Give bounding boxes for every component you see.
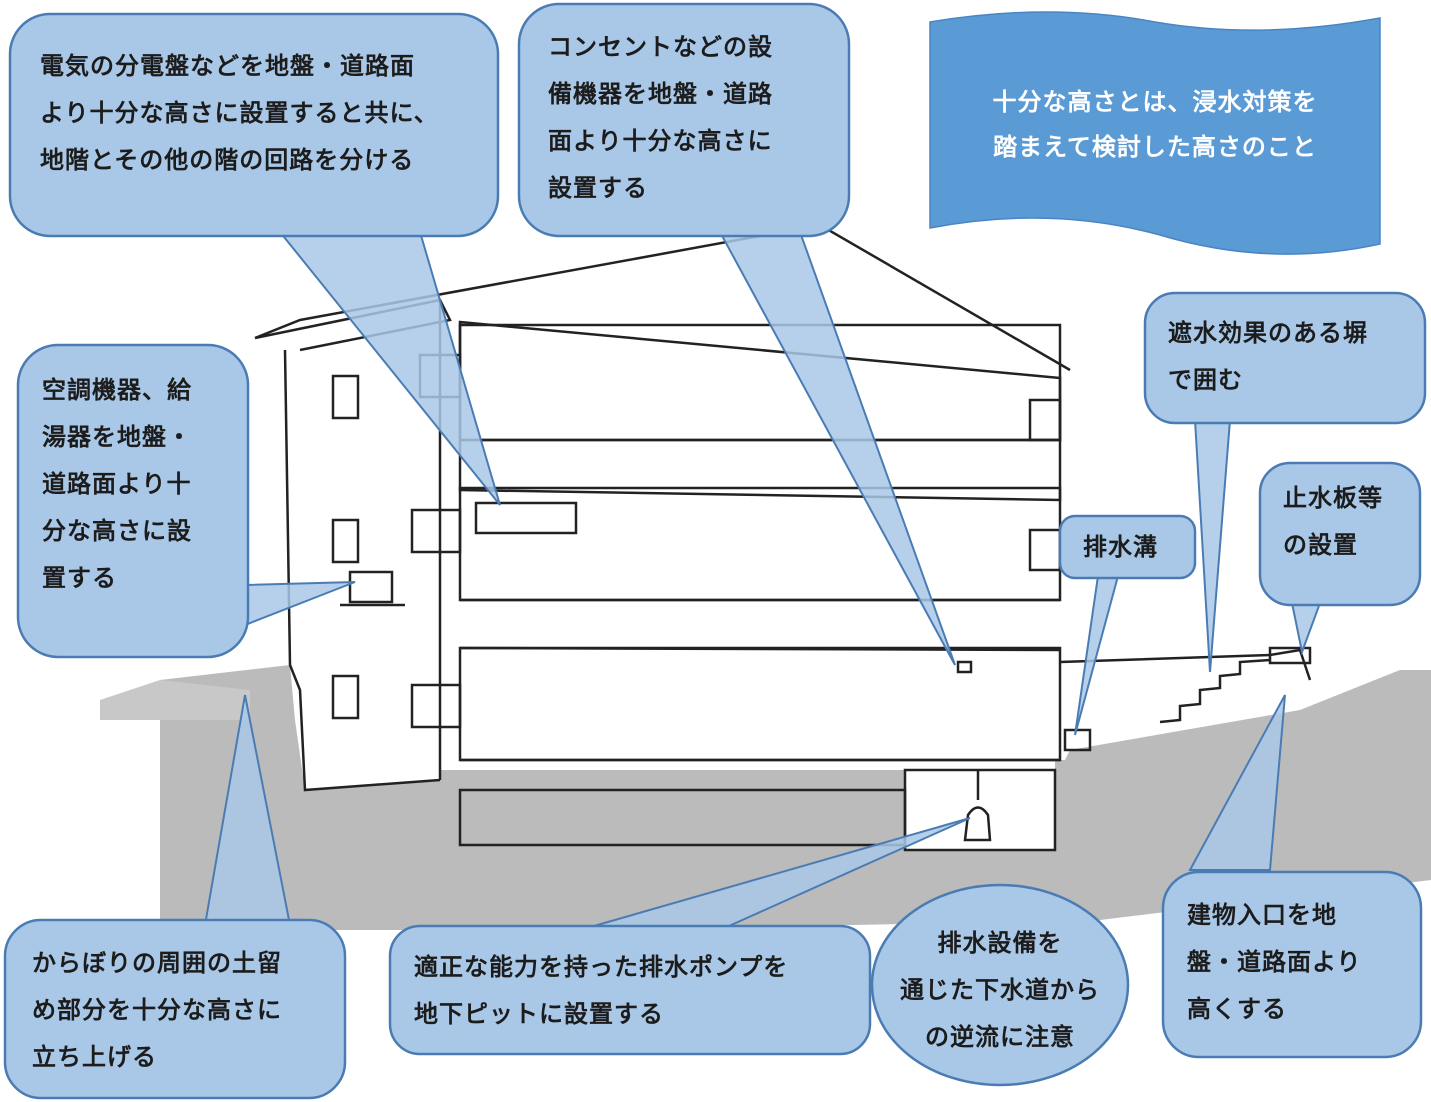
pointer-air-conditioner [244, 581, 356, 627]
water-stop-board [1268, 646, 1312, 665]
basement-pit [903, 768, 1057, 852]
pointer-drainage-ditch [1074, 575, 1120, 736]
pointer-distribution-board [277, 231, 501, 506]
wall-opening-2r [1028, 528, 1062, 572]
callout-box-waterproof-wall [1143, 291, 1427, 425]
room-3 [458, 323, 1062, 442]
callout-box-drain-pump [388, 924, 872, 1056]
callout-pointers [203, 231, 1322, 931]
callout-box-air-conditioner [16, 343, 250, 659]
ground-area [160, 665, 1431, 930]
pointer-entrance [1188, 694, 1286, 871]
callout-drainage-ditch: 排水溝 [1083, 533, 1158, 561]
exterior-wall [1059, 648, 1312, 681]
roof-line [254, 223, 1071, 372]
callout-waterproof-wall: 遮水効果のある塀 で囲む [1168, 319, 1368, 394]
distribution-board [474, 501, 578, 535]
ac-unit [348, 570, 394, 604]
floor-slab-3 [458, 320, 1062, 502]
ground-left-ledge [100, 680, 250, 720]
window-middle [331, 518, 360, 564]
left-wall [283, 349, 441, 792]
banner-text: 十分な高さとは、浸水対策を 踏まえて検討した高さのこと [992, 88, 1318, 161]
exterior-stairs [1159, 658, 1271, 724]
callout-box-water-stop-board [1258, 461, 1422, 607]
drainage-ditch-box [1063, 728, 1092, 752]
callout-backflow: 排水設備を 通じた下水道から の逆流に注意 [900, 929, 1100, 1051]
wall-opening-2 [410, 508, 462, 554]
callout-distribution-board: 電気の分電盤などを地盤・道路面 より十分な高さに設置すると共に、 地階とその他の… [40, 52, 439, 174]
callout-outlet: コンセントなどの設 備機器を地盤・道路 面より十分な高さに 設置する [548, 33, 773, 202]
callout-box-entrance [1161, 870, 1423, 1059]
callout-box-distribution-board [8, 12, 500, 238]
callout-air-conditioner: 空調機器、給 湯器を地盤・ 道路面より十 分な高さに設 置する [42, 376, 192, 592]
callout-box-outlet [517, 2, 851, 238]
callout-dry-area: からぼりの周囲の土留 め部分を十分な高さに 立ち上げる [32, 949, 282, 1071]
banner-shape [929, 11, 1381, 255]
callout-entrance: 建物入口を地 盤・道路面より 高くする [1187, 901, 1362, 1023]
callout-box-backflow [870, 883, 1130, 1087]
outlet [956, 660, 973, 674]
callout-water-stop-board: 止水板等 の設置 [1283, 484, 1383, 559]
pump-body [963, 806, 992, 842]
callout-box-drainage-ditch [1058, 514, 1197, 580]
callout-drain-pump: 適正な能力を持った排水ポンプを 地下ピットに設置する [414, 953, 789, 1028]
pointer-waterproof-wall [1193, 419, 1232, 673]
wall-opening-1 [410, 683, 462, 729]
wall-opening-3r [1028, 398, 1062, 442]
callout-boxes [3, 2, 1427, 1100]
callout-box-dry-area [3, 918, 347, 1100]
pointer-water-stop-board [1290, 602, 1322, 656]
window-bottom [331, 674, 360, 720]
window-top [331, 374, 360, 420]
